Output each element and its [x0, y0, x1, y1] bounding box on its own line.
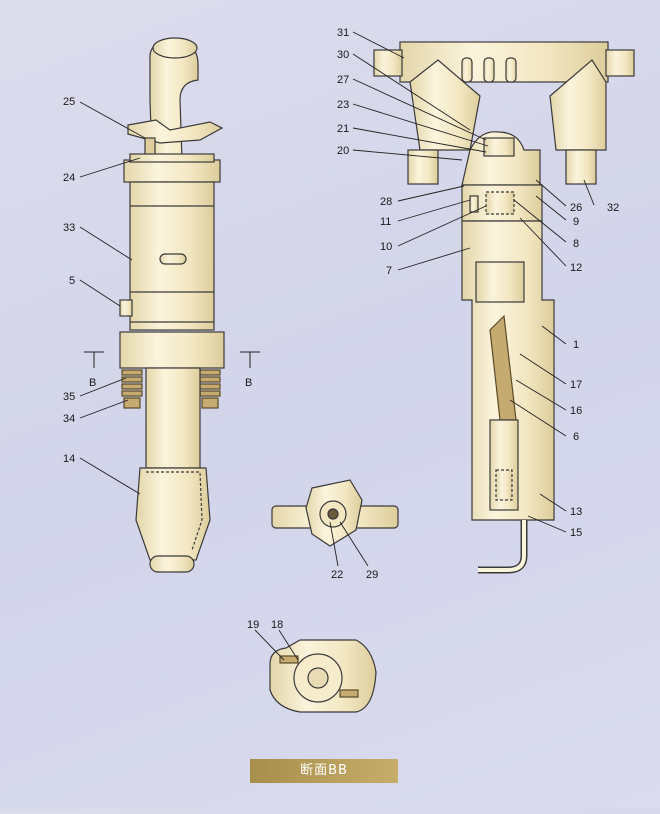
callout-24: 24: [63, 172, 75, 184]
callout-9: 9: [573, 216, 579, 228]
valve-cap: [483, 137, 515, 157]
callout-32: 32: [607, 202, 619, 214]
callout-29: 29: [366, 569, 378, 581]
callout-30: 30: [337, 49, 349, 61]
spring-left: [121, 369, 143, 409]
callout-10: 10: [380, 241, 392, 253]
section-mark-right: B: [245, 377, 252, 389]
pipe-end-left: [373, 49, 403, 77]
callout-23: 23: [337, 99, 349, 111]
callout-35: 35: [63, 391, 75, 403]
upper-flange-cap: [129, 153, 215, 163]
pipe-slot-1: [461, 57, 473, 83]
pipe-end-right: [605, 49, 635, 77]
spring-right: [199, 369, 221, 409]
piston-rod: [475, 261, 525, 303]
bb-spring-top: [279, 655, 299, 664]
callout-27: 27: [337, 74, 349, 86]
callout-17: 17: [570, 379, 582, 391]
callout-8: 8: [573, 238, 579, 250]
left-view: [119, 37, 225, 573]
section-bb-view: [269, 639, 377, 713]
right-view: [373, 41, 635, 574]
callout-22: 22: [331, 569, 343, 581]
callout-14: 14: [63, 453, 75, 465]
callout-5: 5: [69, 275, 75, 287]
callout-numbers: 25 24 33 5 35 34 14 31 30 27 23 21 20 28…: [63, 27, 619, 631]
callout-11: 11: [380, 216, 391, 228]
cylinder-slot: [159, 253, 187, 265]
left-nozzle-tip: [149, 555, 195, 573]
side-boss: [119, 299, 133, 317]
callout-12: 12: [570, 262, 582, 274]
callout-31: 31: [337, 27, 349, 39]
leader-lines: [79, 31, 595, 661]
left-stem: [145, 367, 201, 469]
pipe-slot-3: [505, 57, 517, 83]
center-view: [271, 479, 399, 547]
callout-34: 34: [63, 413, 75, 425]
callout-33: 33: [63, 222, 75, 234]
bb-spring-bottom: [339, 689, 359, 698]
section-caption: 断面BB: [250, 759, 398, 783]
callout-20: 20: [337, 145, 349, 157]
hook-rod-core: [478, 520, 526, 572]
v-arm-right: [549, 59, 607, 151]
callout-13: 13: [570, 506, 582, 518]
valve-head: [461, 131, 541, 186]
left-nozzle: [135, 467, 211, 561]
valve-spool: [485, 191, 515, 215]
callout-15: 15: [570, 527, 582, 539]
callout-6: 6: [573, 431, 579, 443]
callout-26: 26: [570, 202, 582, 214]
elbow-opening: [152, 37, 198, 59]
callout-25: 25: [63, 96, 75, 108]
center-valve-core: [327, 508, 339, 520]
callout-7: 7: [386, 265, 392, 277]
callout-1: 1: [573, 339, 579, 351]
upper-flange: [123, 159, 221, 183]
lower-collar: [119, 331, 225, 369]
bolt-right: [565, 149, 597, 185]
callout-18: 18: [271, 619, 283, 631]
callout-28: 28: [380, 196, 392, 208]
section-marks: [84, 351, 260, 368]
pipe-slot-2: [483, 57, 495, 83]
valve-port: [469, 195, 479, 213]
callout-16: 16: [570, 405, 582, 417]
hook-rod: [478, 520, 528, 574]
bb-core: [307, 667, 329, 689]
callout-19: 19: [247, 619, 259, 631]
tool-shank-slot: [495, 469, 513, 501]
section-mark-left: B: [89, 377, 96, 389]
left-nozzle-hidden: [146, 471, 203, 551]
lever-handle: [127, 119, 224, 144]
callout-21: 21: [337, 123, 349, 135]
